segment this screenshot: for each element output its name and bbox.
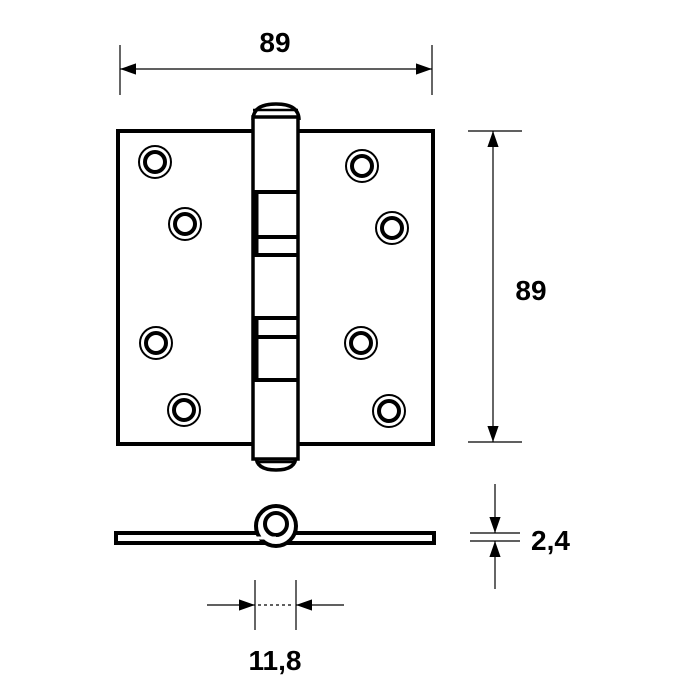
- hinge-side-view: [114, 504, 436, 548]
- knuckle-dimension: 11,8: [207, 580, 344, 676]
- screw-holes: [138, 145, 409, 428]
- thickness-label: 2,4: [531, 525, 570, 556]
- hinge-front-view: [116, 102, 435, 472]
- width-label: 89: [259, 27, 290, 58]
- knuckle-barrel: [251, 115, 300, 461]
- thickness-dimension: 2,4: [470, 484, 570, 589]
- width-dimension: 89: [119, 27, 433, 95]
- height-label: 89: [515, 275, 546, 306]
- knuckle-label: 11,8: [249, 645, 302, 676]
- height-dimension: 89: [468, 130, 547, 443]
